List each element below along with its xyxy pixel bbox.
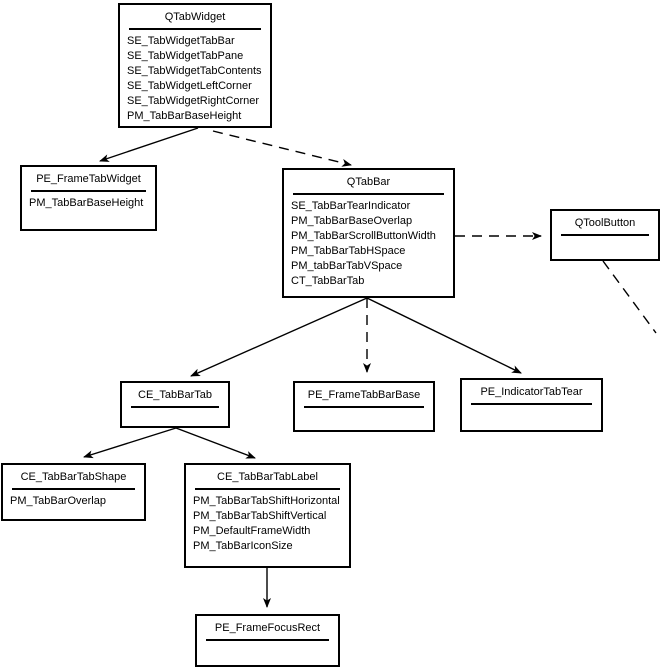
node-title: PE_FrameTabBarBase: [307, 389, 421, 401]
attribute-label: PM_TabBarTabShiftHorizontal: [193, 495, 340, 507]
node-title: PE_FrameTabWidget: [36, 173, 141, 185]
edge-ce_tabbartab-ce_tabbartablabel: [175, 427, 256, 459]
edge-qtabwidget-pe_frametabwidget: [99, 127, 199, 162]
node-title: CE_TabBarTabShape: [20, 471, 127, 483]
title-separator: [293, 193, 444, 195]
node-title: PE_FrameFocusRect: [214, 622, 321, 634]
node-pe_indicatortabtear: PE_IndicatorTabTear: [460, 378, 603, 432]
node-title: QTabBar: [346, 176, 391, 188]
attribute-list: PM_TabBarOverlap: [3, 493, 144, 509]
node-pe_frametabbarbase: PE_FrameTabBarBase: [293, 381, 435, 432]
attribute-label: CT_TabBarTab: [291, 275, 365, 287]
node-title: CE_TabBarTabLabel: [217, 471, 318, 483]
title-separator: [471, 403, 592, 405]
title-separator: [561, 234, 649, 236]
attribute-list: PM_TabBarBaseHeight: [22, 195, 155, 211]
edge-qtabbar-ce_tabbartab: [190, 297, 368, 377]
attribute-label: PM_tabBarTabVSpace: [291, 260, 403, 272]
attribute-label: PM_TabBarOverlap: [10, 495, 106, 507]
attribute-label: PM_TabBarBaseHeight: [127, 110, 242, 122]
edge-qtoolbutton-offscreen: [602, 260, 657, 334]
node-qtoolbutton: QToolButton: [550, 209, 660, 261]
attribute-list: [295, 411, 433, 412]
attribute-label: SE_TabWidgetTabPane: [127, 50, 244, 62]
node-pe_frametabwidget: PE_FrameTabWidget PM_TabBarBaseHeight: [20, 165, 157, 231]
node-pe_framefocusrect: PE_FrameFocusRect: [195, 614, 340, 667]
attribute-label: PM_TabBarTabHSpace: [291, 245, 406, 257]
title-separator: [12, 488, 135, 490]
attribute-label: SE_TabBarTearIndicator: [291, 200, 411, 212]
attribute-label: PM_TabBarTabShiftVertical: [193, 510, 327, 522]
title-separator: [131, 406, 219, 408]
attribute-list: [197, 644, 338, 645]
attribute-label: PM_TabBarScrollButtonWidth: [291, 230, 436, 242]
attribute-list: [462, 408, 601, 409]
node-title: QToolButton: [574, 217, 636, 229]
node-ce_tabbartablabel: CE_TabBarTabLabel PM_TabBarTabShiftHoriz…: [184, 463, 351, 568]
attribute-label: PM_TabBarBaseOverlap: [291, 215, 413, 227]
attribute-label: SE_TabWidgetTabBar: [127, 35, 235, 47]
attribute-label: SE_TabWidgetRightCorner: [127, 95, 260, 107]
node-ce_tabbartab: CE_TabBarTab: [120, 381, 230, 428]
node-ce_tabbartabshape: CE_TabBarTabShape PM_TabBarOverlap: [1, 463, 146, 521]
attribute-label: SE_TabWidgetLeftCorner: [127, 80, 252, 92]
node-title: QTabWidget: [164, 11, 226, 23]
attribute-label: SE_TabWidgetTabContents: [127, 65, 262, 77]
attribute-label: PM_DefaultFrameWidth: [193, 525, 311, 537]
edge-ce_tabbartab-ce_tabbartabshape: [83, 427, 177, 459]
title-separator: [304, 406, 424, 408]
title-separator: [129, 28, 261, 30]
edge-qtabwidget-qtabbar: [212, 130, 352, 167]
edge-qtabbar-pe_indicatortabtear: [366, 297, 522, 374]
attribute-label: PM_TabBarBaseHeight: [29, 197, 144, 209]
title-separator: [31, 190, 146, 192]
node-title: PE_IndicatorTabTear: [480, 386, 583, 398]
node-title: CE_TabBarTab: [138, 389, 212, 401]
title-separator: [206, 639, 329, 641]
attribute-label: PM_TabBarIconSize: [193, 540, 293, 552]
title-separator: [195, 488, 340, 490]
attribute-list: [122, 411, 228, 412]
attribute-list: [552, 239, 658, 240]
